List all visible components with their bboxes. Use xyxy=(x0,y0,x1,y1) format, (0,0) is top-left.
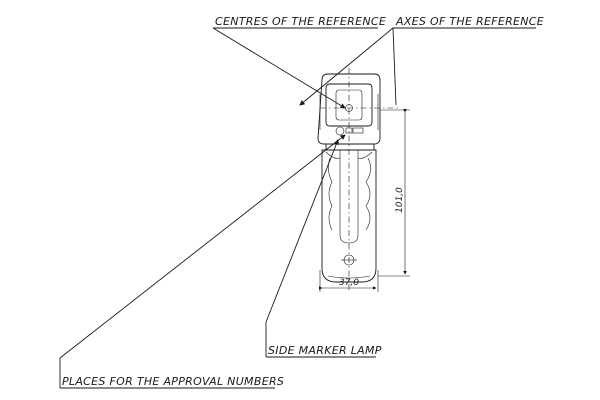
lamp-head-outer xyxy=(317,73,381,145)
dim-height-value: 101,0 xyxy=(395,187,405,213)
leader-axes-2 xyxy=(392,27,397,106)
lens-window xyxy=(335,89,363,121)
arm-shoulder xyxy=(325,151,341,159)
label-axes-of-reference: AXES OF THE REFERENCE xyxy=(395,15,544,28)
lamp-head-inner xyxy=(325,83,373,127)
arm-shoulder-r xyxy=(357,151,373,159)
leader-lamp-2 xyxy=(265,139,339,323)
dimension-width: 37,0 xyxy=(319,270,379,292)
leader-centres xyxy=(212,27,346,109)
approval-mark-box-1 xyxy=(345,127,353,134)
lamp-neck xyxy=(325,144,375,151)
reference-centre xyxy=(345,104,353,112)
lamp-arm-core xyxy=(339,150,359,244)
lamp-base-lip xyxy=(327,275,371,279)
side-marker-lamp-drawing xyxy=(317,68,398,290)
label-approval-numbers: PLACES FOR THE APPROVAL NUMBERS xyxy=(62,375,284,388)
leader-axes-1 xyxy=(299,27,394,106)
dim-width-value: 37,0 xyxy=(339,278,359,288)
dimension-height: 101,0 xyxy=(378,109,410,277)
lamp-arm-outer xyxy=(321,149,377,283)
label-centres-of-reference: CENTRES OF THE REFERENCE xyxy=(215,15,386,28)
leader-approval xyxy=(59,134,346,359)
approval-mark-box-2 xyxy=(352,127,364,134)
arm-rib-right xyxy=(365,157,371,231)
label-side-marker-lamp: SIDE MARKER LAMP xyxy=(268,344,382,357)
arm-rib-left xyxy=(328,157,333,231)
approval-mark-circle xyxy=(335,126,345,136)
